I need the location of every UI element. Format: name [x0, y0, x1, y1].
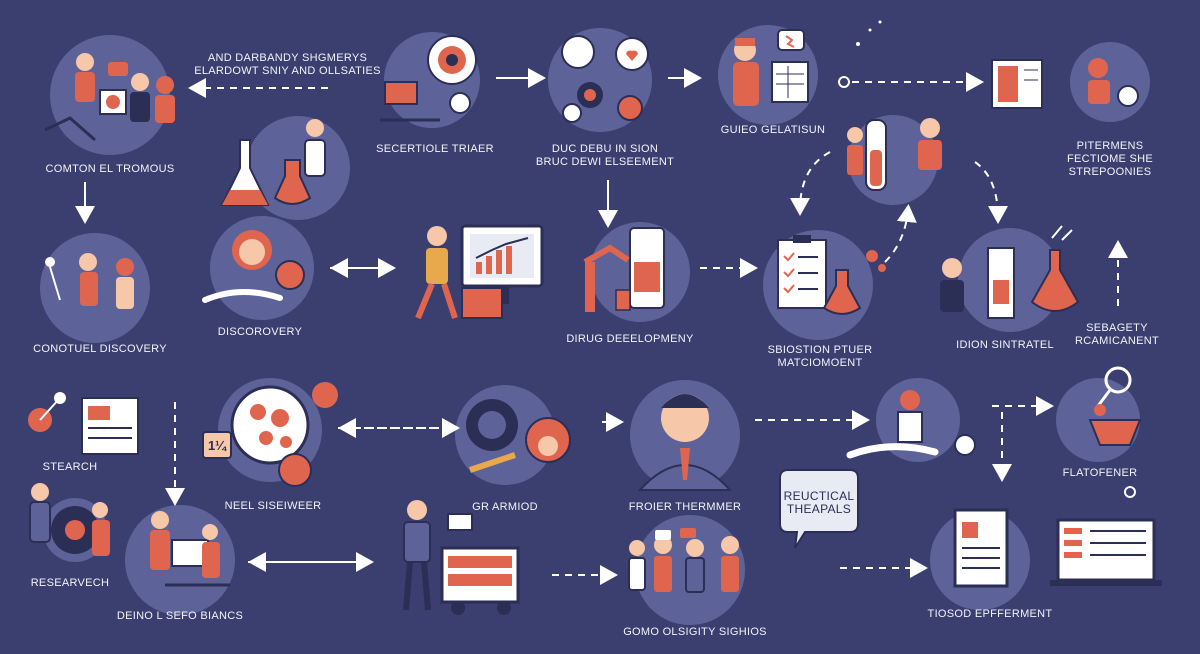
node-hand-circle: [846, 378, 976, 462]
label-gomo: GOMO OLSIGITY SIGHIOS: [623, 626, 767, 638]
label-tiosod: TIOSOD EPFFERMENT: [927, 608, 1053, 620]
node-secertiole-circle: [380, 32, 480, 128]
label-top-note: AND DARBANDY SHGMERYS ELARDOWT SNIY AND …: [194, 52, 381, 77]
label-guieo: GUIEO GELATISUN: [720, 124, 826, 136]
node-sbiostion-circle: [763, 230, 886, 340]
node-guieo-circle: [718, 25, 818, 125]
node-deino-circle: [125, 505, 235, 615]
label-stearch: STEARCH: [42, 461, 98, 473]
node-duc-debu-circle: [548, 28, 652, 132]
label-comton: COMTON EL TROMOUS: [45, 163, 175, 175]
node-gr-armod-circle: [455, 385, 571, 485]
label-flatofener: FLATOFENER: [1062, 467, 1138, 479]
node-computer-scene: [415, 224, 544, 320]
label-deino: DEINO L SEFO BIANCS: [116, 610, 244, 622]
label-duc-debu: DUC DEBU IN SION BRUC DEWI ELSEEMENT: [535, 143, 675, 168]
label-sebagety: SEBAGETY RCAMICANENT: [1075, 322, 1159, 347]
node-comton-circle: [44, 35, 175, 155]
node-stearch-scene: [28, 392, 139, 455]
decorative-dots: [838, 20, 1136, 498]
label-froier: FROIER THERMMER: [628, 501, 742, 513]
label-piteramens: PITERMENS FECTIOME SHE STREPOONIES: [1066, 140, 1154, 178]
label-conotuel: CONOTUEL DISCOVERY: [33, 343, 167, 355]
node-idion-circle: [940, 225, 1080, 332]
node-drug-dev-circle: [583, 222, 690, 322]
label-discorovery: DISCOROVERY: [217, 326, 303, 338]
laptop-icon: [1050, 518, 1162, 586]
label-idion: IDION SINTRATEL: [956, 339, 1054, 351]
speech-bubble-text: REUCTICAL THEAPALS: [783, 489, 855, 516]
speech-bubble: [779, 469, 859, 549]
node-discorovery-circle: [202, 216, 314, 320]
label-neel: NEEL SISEIWEER: [224, 500, 322, 512]
node-piteramens-circle: [991, 42, 1150, 122]
node-gomo-circle: [628, 515, 745, 625]
node-trial-circle: [847, 115, 942, 205]
node-cart-scene: [403, 500, 520, 615]
label-gr-armod: GR ARMIOD: [472, 501, 538, 513]
node-froier-circle: [630, 380, 740, 491]
flow-arrows: [75, 68, 1128, 585]
node-researvech-scene: [29, 483, 110, 562]
node-flask-circle: [220, 116, 350, 220]
label-drug-dev: DIRUG DEEELOPMENY: [566, 333, 694, 345]
label-sbiostion: SBIOSTION PTUER MATCIOMOENT: [767, 344, 873, 369]
node-conotuel-circle: [40, 233, 150, 343]
label-researvech: RESEARVECH: [30, 577, 110, 589]
node-flatofener-circle: [1056, 366, 1142, 462]
label-secertiole: SECERTIOLE TRIAER: [376, 143, 494, 155]
fraction-badge: 1¼: [208, 438, 227, 453]
node-book-circle: [930, 508, 1030, 610]
node-neel-circle: [202, 378, 338, 487]
